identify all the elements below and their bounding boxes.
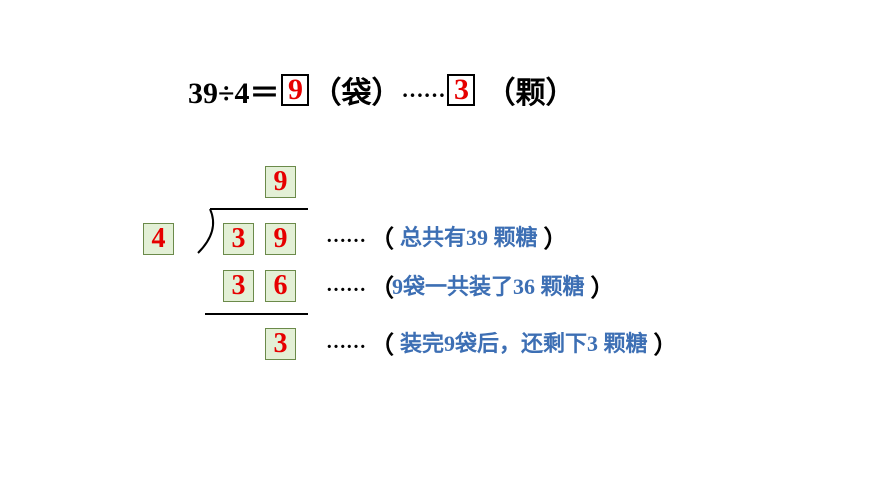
remainder-answer-box: 3	[447, 74, 476, 106]
note-text: 装完9袋后，还剩下3 颗糖	[400, 331, 648, 356]
note-total: …… （ 总共有39 颗糖 ）	[326, 222, 568, 253]
subtraction-line	[205, 313, 308, 315]
quotient-digit: 9	[265, 166, 296, 198]
equation-dots: ……	[401, 77, 446, 102]
note-open-paren: （	[370, 226, 394, 253]
note-close-paren: ）	[590, 275, 615, 302]
remainder-digit: 3	[265, 328, 296, 360]
division-equation: 39÷4＝ 9 （袋） …… 3 （颗）	[188, 70, 575, 110]
equation-unit-bags: （袋）	[311, 77, 402, 110]
divisor-digit: 4	[143, 223, 174, 255]
note-dots: ……	[326, 330, 366, 353]
note-open-paren: （	[370, 275, 394, 302]
note-dots: ……	[326, 224, 366, 247]
equation-unit-pieces: （颗）	[485, 77, 576, 110]
dividend-tens-digit: 3	[223, 223, 254, 255]
product-ones-digit: 6	[265, 270, 296, 302]
note-open-paren: （	[370, 332, 394, 359]
dividend-ones-digit: 9	[265, 223, 296, 255]
note-remainder: …… （ 装完9袋后，还剩下3 颗糖 ）	[326, 328, 678, 359]
note-close-paren: ）	[653, 332, 678, 359]
note-product: …… （ 9袋一共装了36 颗糖 ）	[326, 271, 615, 302]
note-text: 9袋一共装了36 颗糖	[392, 274, 585, 299]
equation-prefix: 39÷4＝	[188, 77, 280, 110]
note-text: 总共有39 颗糖	[400, 225, 538, 250]
quotient-answer-box: 9	[281, 74, 310, 106]
note-close-paren: ）	[543, 226, 568, 253]
product-tens-digit: 3	[223, 270, 254, 302]
note-dots: ……	[326, 273, 366, 296]
division-bracket	[197, 208, 308, 254]
